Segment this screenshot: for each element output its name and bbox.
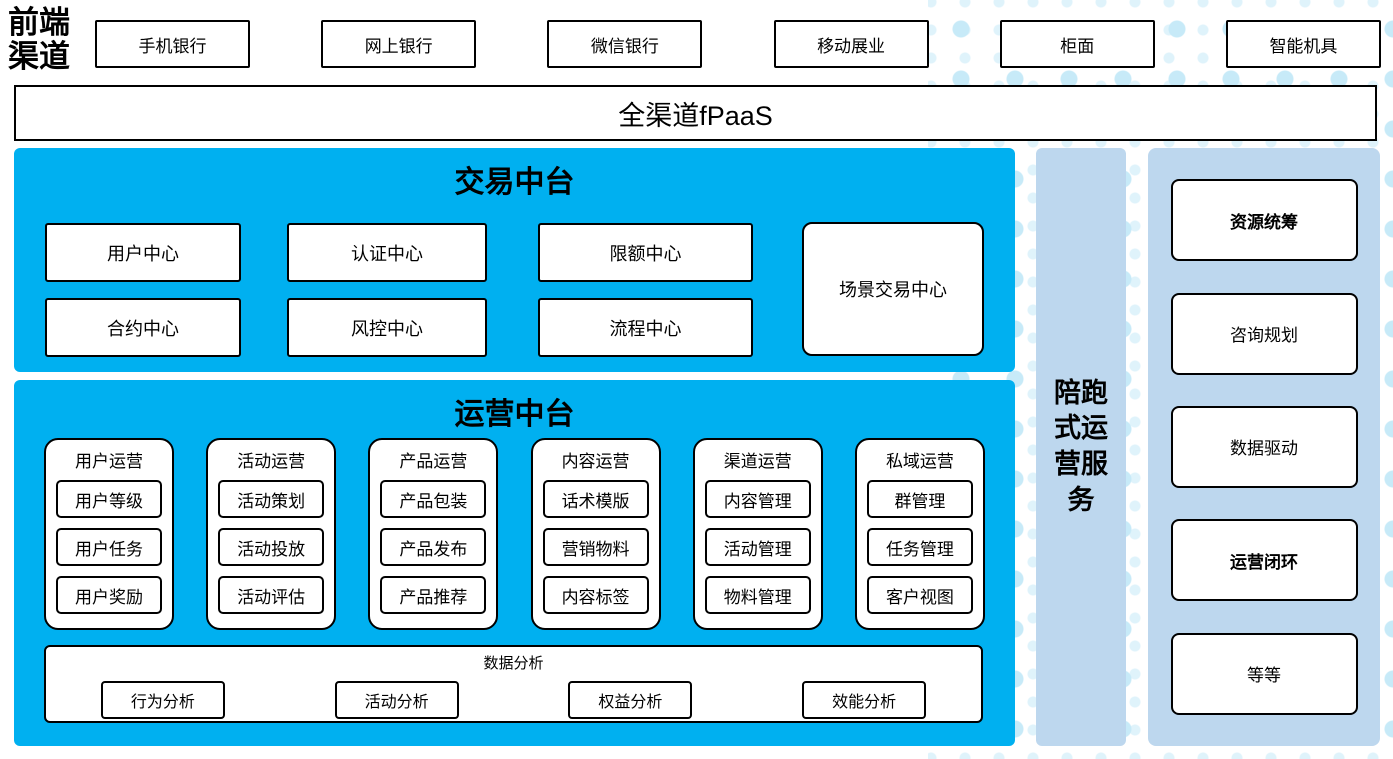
center-box-limit: 限额中心: [538, 223, 753, 282]
operation-column: 渠道运营内容管理活动管理物料管理: [692, 438, 823, 630]
right-panel-item: 资源统筹: [1170, 179, 1358, 262]
trade-platform-panel: 交易中台 用户中心 认证中心 限额中心 合约中心 风控中心 流程中心 场景交易中…: [14, 148, 1015, 372]
center-box-risk: 风控中心: [287, 298, 487, 357]
right-panel-item: 咨询规划: [1170, 292, 1358, 375]
operation-column-title: 活动运营: [237, 452, 306, 471]
operation-item: 内容管理: [704, 480, 811, 518]
analysis-item: 活动分析: [334, 681, 459, 719]
trade-platform-title: 交易中台: [454, 165, 575, 200]
operation-column-items: 产品包装产品发布产品推荐: [380, 480, 487, 614]
operation-item: 产品推荐: [380, 576, 487, 614]
front-channel-label: 前端渠道: [8, 5, 70, 76]
operation-item: 营销物料: [542, 528, 649, 566]
operation-item: 活动评估: [218, 576, 325, 614]
right-service-panel: 资源统筹咨询规划数据驱动运营闭环等等: [1148, 148, 1380, 746]
scene-trade-center-box: 场景交易中心: [802, 222, 984, 356]
operation-item: 内容标签: [542, 576, 649, 614]
side-service-strip-label: 陪跑式运营服务: [1054, 377, 1108, 515]
operation-column: 私域运营群管理任务管理客户视图: [854, 438, 985, 630]
operation-item: 话术模版: [542, 480, 649, 518]
operation-column-items: 内容管理活动管理物料管理: [704, 480, 811, 614]
operation-platform-title: 运营中台: [454, 397, 575, 432]
operation-column: 用户运营用户等级用户任务用户奖励: [44, 438, 174, 630]
operation-item: 用户奖励: [56, 576, 162, 614]
right-panel-item: 运营闭环: [1170, 519, 1358, 602]
operation-item: 任务管理: [866, 528, 973, 566]
analysis-item: 行为分析: [100, 681, 225, 719]
operation-item: 活动投放: [218, 528, 325, 566]
fpaas-bar: 全渠道fPaaS: [14, 85, 1377, 141]
operation-column-items: 用户等级用户任务用户奖励: [56, 480, 162, 614]
operation-column: 产品运营产品包装产品发布产品推荐: [368, 438, 499, 630]
operation-column-items: 活动策划活动投放活动评估: [218, 480, 325, 614]
side-service-strip: 陪跑式运营服务: [1036, 148, 1126, 746]
operation-column-items: 话术模版营销物料内容标签: [542, 480, 649, 614]
right-panel-item: 等等: [1170, 632, 1358, 715]
data-analysis-items: 行为分析 活动分析 权益分析 效能分析: [46, 681, 981, 719]
operation-column-title: 渠道运营: [723, 452, 792, 471]
operation-column-title: 产品运营: [399, 452, 468, 471]
center-box-auth: 认证中心: [287, 223, 487, 282]
channel-box: 智能机具: [1225, 20, 1381, 68]
operation-column-items: 群管理任务管理客户视图: [866, 480, 973, 614]
operation-item: 群管理: [866, 480, 973, 518]
operation-item: 用户等级: [56, 480, 162, 518]
analysis-item: 效能分析: [802, 681, 927, 719]
right-panel-item: 数据驱动: [1170, 405, 1358, 488]
operation-item: 活动管理: [704, 528, 811, 566]
channel-box: 微信银行: [547, 20, 703, 68]
operation-item: 活动策划: [218, 480, 325, 518]
analysis-item: 权益分析: [568, 681, 693, 719]
operation-column: 活动运营活动策划活动投放活动评估: [206, 438, 337, 630]
data-analysis-title: 数据分析: [483, 655, 544, 672]
operation-item: 客户视图: [866, 576, 973, 614]
operation-column-title: 内容运营: [561, 452, 630, 471]
channel-box: 网上银行: [321, 20, 477, 68]
operation-column-title: 私域运营: [885, 452, 954, 471]
channel-box: 移动展业: [773, 20, 929, 68]
channel-box: 柜面: [999, 20, 1155, 68]
center-box-contract: 合约中心: [45, 298, 241, 357]
channel-box: 手机银行: [95, 20, 250, 68]
operation-item: 物料管理: [704, 576, 811, 614]
operation-columns: 用户运营用户等级用户任务用户奖励活动运营活动策划活动投放活动评估产品运营产品包装…: [44, 438, 985, 630]
operation-column: 内容运营话术模版营销物料内容标签: [530, 438, 661, 630]
channel-row: 手机银行 网上银行 微信银行 移动展业 柜面 智能机具: [95, 20, 1381, 68]
operation-item: 用户任务: [56, 528, 162, 566]
operation-item: 产品发布: [380, 528, 487, 566]
center-box-user: 用户中心: [45, 223, 241, 282]
center-box-process: 流程中心: [538, 298, 753, 357]
operation-item: 产品包装: [380, 480, 487, 518]
data-analysis-box: 数据分析 行为分析 活动分析 权益分析 效能分析: [44, 645, 983, 723]
fpaas-bar-label: 全渠道fPaaS: [618, 100, 773, 131]
operation-platform-panel: 运营中台 用户运营用户等级用户任务用户奖励活动运营活动策划活动投放活动评估产品运…: [14, 380, 1015, 746]
operation-column-title: 用户运营: [75, 452, 143, 471]
